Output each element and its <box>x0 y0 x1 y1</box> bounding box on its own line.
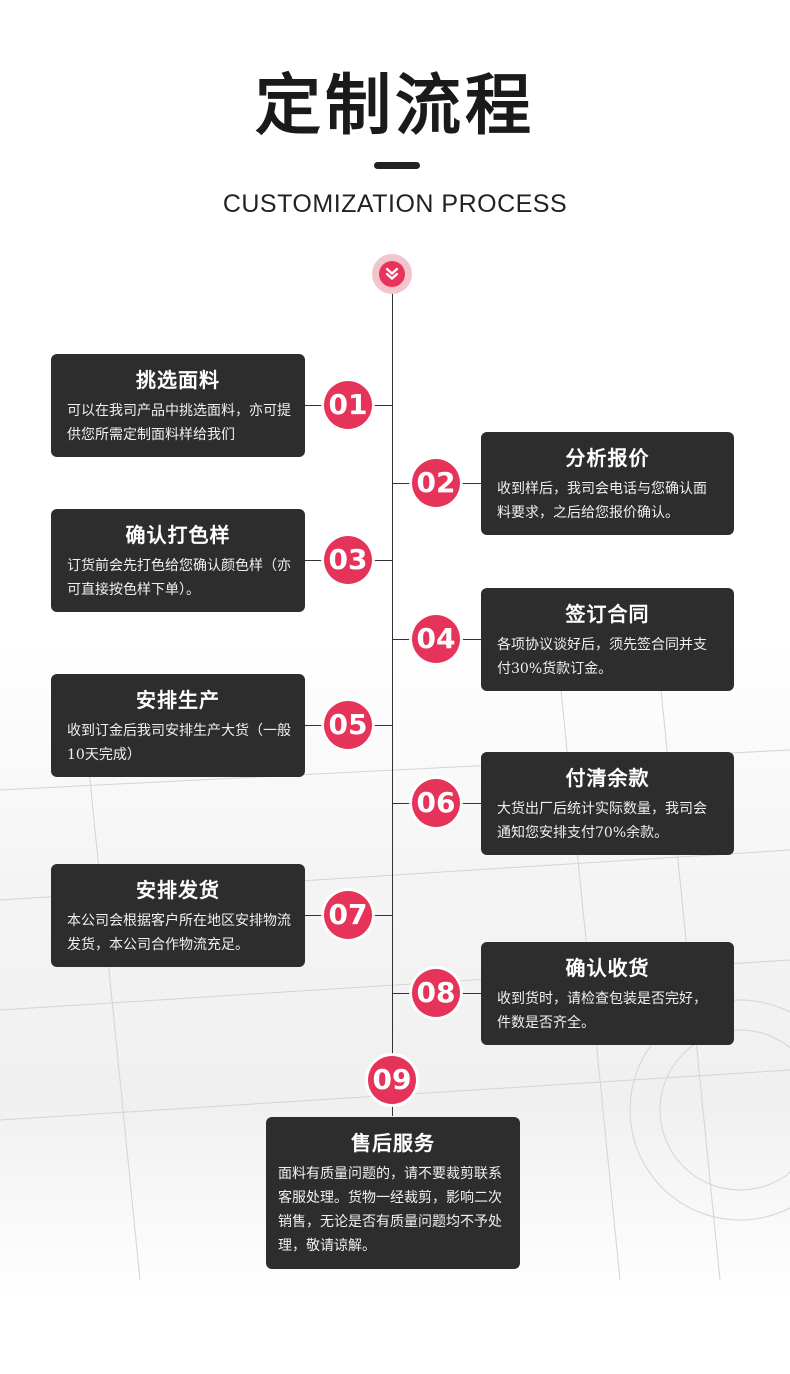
step-description: 本公司会根据客户所在地区安排物流发货，本公司合作物流充足。 <box>67 909 291 957</box>
step-description: 大货出厂后统计实际数量，我司会通知您安排支付70%余款。 <box>497 797 720 845</box>
step-card-03: 确认打色样 订货前会先打色给您确认颜色样（亦可直接按色样下单）。 <box>51 509 305 612</box>
step-number-badge: 01 <box>324 381 372 429</box>
step-title: 挑选面料 <box>51 364 305 393</box>
step-description: 面料有质量问题的，请不要裁剪联系客服处理。货物一经裁剪，影响二次销售，无论是否有… <box>278 1162 506 1258</box>
page-subtitle: CUSTOMIZATION PROCESS <box>0 190 790 219</box>
page-title: 定制流程 <box>0 52 790 148</box>
step-description: 订货前会先打色给您确认颜色样（亦可直接按色样下单）。 <box>67 554 291 602</box>
step-title: 签订合同 <box>481 598 734 627</box>
double-chevron-down-icon <box>372 254 412 294</box>
step-card-06: 付清余款 大货出厂后统计实际数量，我司会通知您安排支付70%余款。 <box>481 752 734 855</box>
step-card-02: 分析报价 收到样后，我司会电话与您确认面料要求，之后给您报价确认。 <box>481 432 734 535</box>
step-description: 各项协议谈好后，须先签合同并支付30%货款订金。 <box>497 633 720 681</box>
step-title: 安排发货 <box>51 874 305 903</box>
step-description: 收到货时，请检查包装是否完好，件数是否齐全。 <box>497 987 720 1035</box>
step-description: 收到样后，我司会电话与您确认面料要求，之后给您报价确认。 <box>497 477 720 525</box>
step-title: 确认打色样 <box>51 519 305 548</box>
step-description: 收到订金后我司安排生产大货（一般10天完成） <box>67 719 291 767</box>
step-title: 付清余款 <box>481 762 734 791</box>
title-divider <box>374 162 420 169</box>
step-card-08: 确认收货 收到货时，请检查包装是否完好，件数是否齐全。 <box>481 942 734 1045</box>
step-number-badge: 02 <box>412 459 460 507</box>
step-number-badge: 04 <box>412 615 460 663</box>
step-title: 售后服务 <box>266 1127 520 1156</box>
step-description: 可以在我司产品中挑选面料，亦可提供您所需定制面料样给我们 <box>67 399 291 447</box>
step-number-badge: 06 <box>412 779 460 827</box>
step-number-badge: 05 <box>324 701 372 749</box>
step-number-badge: 09 <box>368 1056 416 1104</box>
step-card-04: 签订合同 各项协议谈好后，须先签合同并支付30%货款订金。 <box>481 588 734 691</box>
step-card-01: 挑选面料 可以在我司产品中挑选面料，亦可提供您所需定制面料样给我们 <box>51 354 305 457</box>
step-card-07: 安排发货 本公司会根据客户所在地区安排物流发货，本公司合作物流充足。 <box>51 864 305 967</box>
step-title: 安排生产 <box>51 684 305 713</box>
step-card-09: 售后服务 面料有质量问题的，请不要裁剪联系客服处理。货物一经裁剪，影响二次销售，… <box>266 1117 520 1269</box>
step-number-badge: 03 <box>324 536 372 584</box>
step-card-05: 安排生产 收到订金后我司安排生产大货（一般10天完成） <box>51 674 305 777</box>
step-number-badge: 07 <box>324 891 372 939</box>
step-title: 分析报价 <box>481 442 734 471</box>
step-title: 确认收货 <box>481 952 734 981</box>
step-number-badge: 08 <box>412 969 460 1017</box>
